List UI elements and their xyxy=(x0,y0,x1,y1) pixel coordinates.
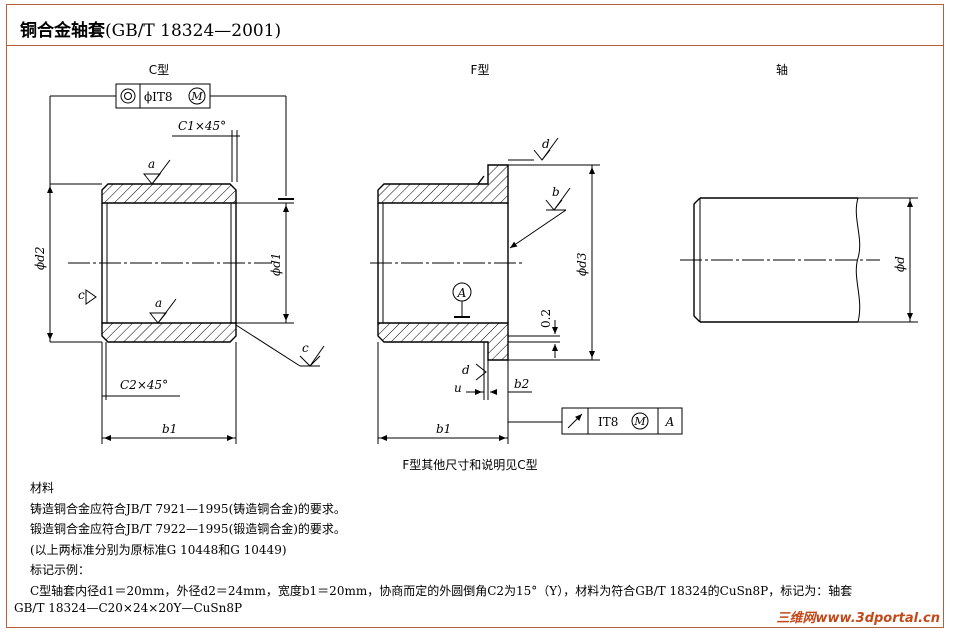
u-label: u xyxy=(454,381,462,395)
c-label-right: c xyxy=(302,341,309,355)
b-label: b xyxy=(552,185,560,199)
marking-code: GB/T 18324—C20×24×20Y—CuSn8P xyxy=(14,601,243,615)
datum-a-frame-label: A xyxy=(665,415,675,429)
datum-a-circle-label: A xyxy=(457,286,467,300)
m-symbol-f: M xyxy=(633,415,646,428)
phi-d2-label: ϕd2 xyxy=(33,247,47,271)
shaft-heading: 轴 xyxy=(776,62,788,77)
shaft-view xyxy=(680,197,918,323)
b1-label-f: b1 xyxy=(436,422,451,436)
c1-label: C1×45° xyxy=(178,119,226,133)
marking-heading: 标记示例： xyxy=(30,563,91,577)
materials-line-cast: 铸造铜合金应符合JB/T 7921—1995(铸造铜合金)的要求。 xyxy=(30,501,346,516)
title-main: 铜合金轴套 xyxy=(20,21,105,41)
c-top-wall xyxy=(101,183,237,204)
m-symbol: M xyxy=(190,90,203,103)
b2-label: b2 xyxy=(514,377,529,391)
c-label-left: c xyxy=(78,288,85,302)
c-type-view xyxy=(47,83,325,444)
f-type-labels: d b A ϕd3 0.2 d u b2 b1 IT8 M A xyxy=(436,137,675,436)
f-top-wall xyxy=(377,164,509,204)
phi-d1-label: ϕd1 xyxy=(269,253,283,277)
d-label-bottom: d xyxy=(462,363,470,377)
title-standard: (GB/T 18324—2001) xyxy=(105,21,282,41)
f-tol-frame xyxy=(561,407,683,435)
materials-text: 材料 铸造铜合金应符合JB/T 7921—1995(铸造铜合金)的要求。 锻造铜… xyxy=(30,478,852,601)
phi-it8-label: ϕIT8 xyxy=(144,90,173,104)
it8-label: IT8 xyxy=(598,415,618,429)
page-frame xyxy=(6,4,944,628)
a-label-top: a xyxy=(148,157,155,171)
f-type-heading: F型 xyxy=(471,63,490,77)
marking-example: C型轴套内径d1＝20mm，外径d2＝24mm，宽度b1＝20mm，协商而定的外… xyxy=(30,583,853,598)
b1-label-c: b1 xyxy=(162,422,177,436)
materials-line-forged: 锻造铜合金应符合JB/T 7922—1995(锻造铜合金)的要求。 xyxy=(30,522,346,536)
c-type-labels: ϕIT8 M C1×45° a a c c C2×45° b1 ϕd2 ϕd1 xyxy=(33,87,309,436)
materials-heading: 材料 xyxy=(30,481,55,495)
f-type-caption: F型其他尺寸和说明见C型 xyxy=(402,457,537,472)
c2-label: C2×45° xyxy=(120,378,168,392)
c-bottom-wall xyxy=(101,322,237,343)
phi-d-label: ϕd xyxy=(893,256,907,272)
shaft-break xyxy=(855,197,861,323)
a-label-bottom: a xyxy=(155,296,162,310)
d-label-top: d xyxy=(542,137,550,151)
f-type-view xyxy=(370,137,683,444)
c-type-heading: C型 xyxy=(149,63,169,77)
phi-d3-label: ϕd3 xyxy=(575,252,589,276)
watermark: 三维网www.3dportal.cn xyxy=(776,611,940,626)
title-bar: 铜合金轴套(GB/T 18324—2001) xyxy=(6,4,944,46)
dim-02-label: 0.2 xyxy=(539,309,553,328)
materials-line-note: (以上两标准分别为原标准G 10448和G 10449) xyxy=(30,542,287,557)
page-title: 铜合金轴套(GB/T 18324—2001) xyxy=(20,16,281,41)
